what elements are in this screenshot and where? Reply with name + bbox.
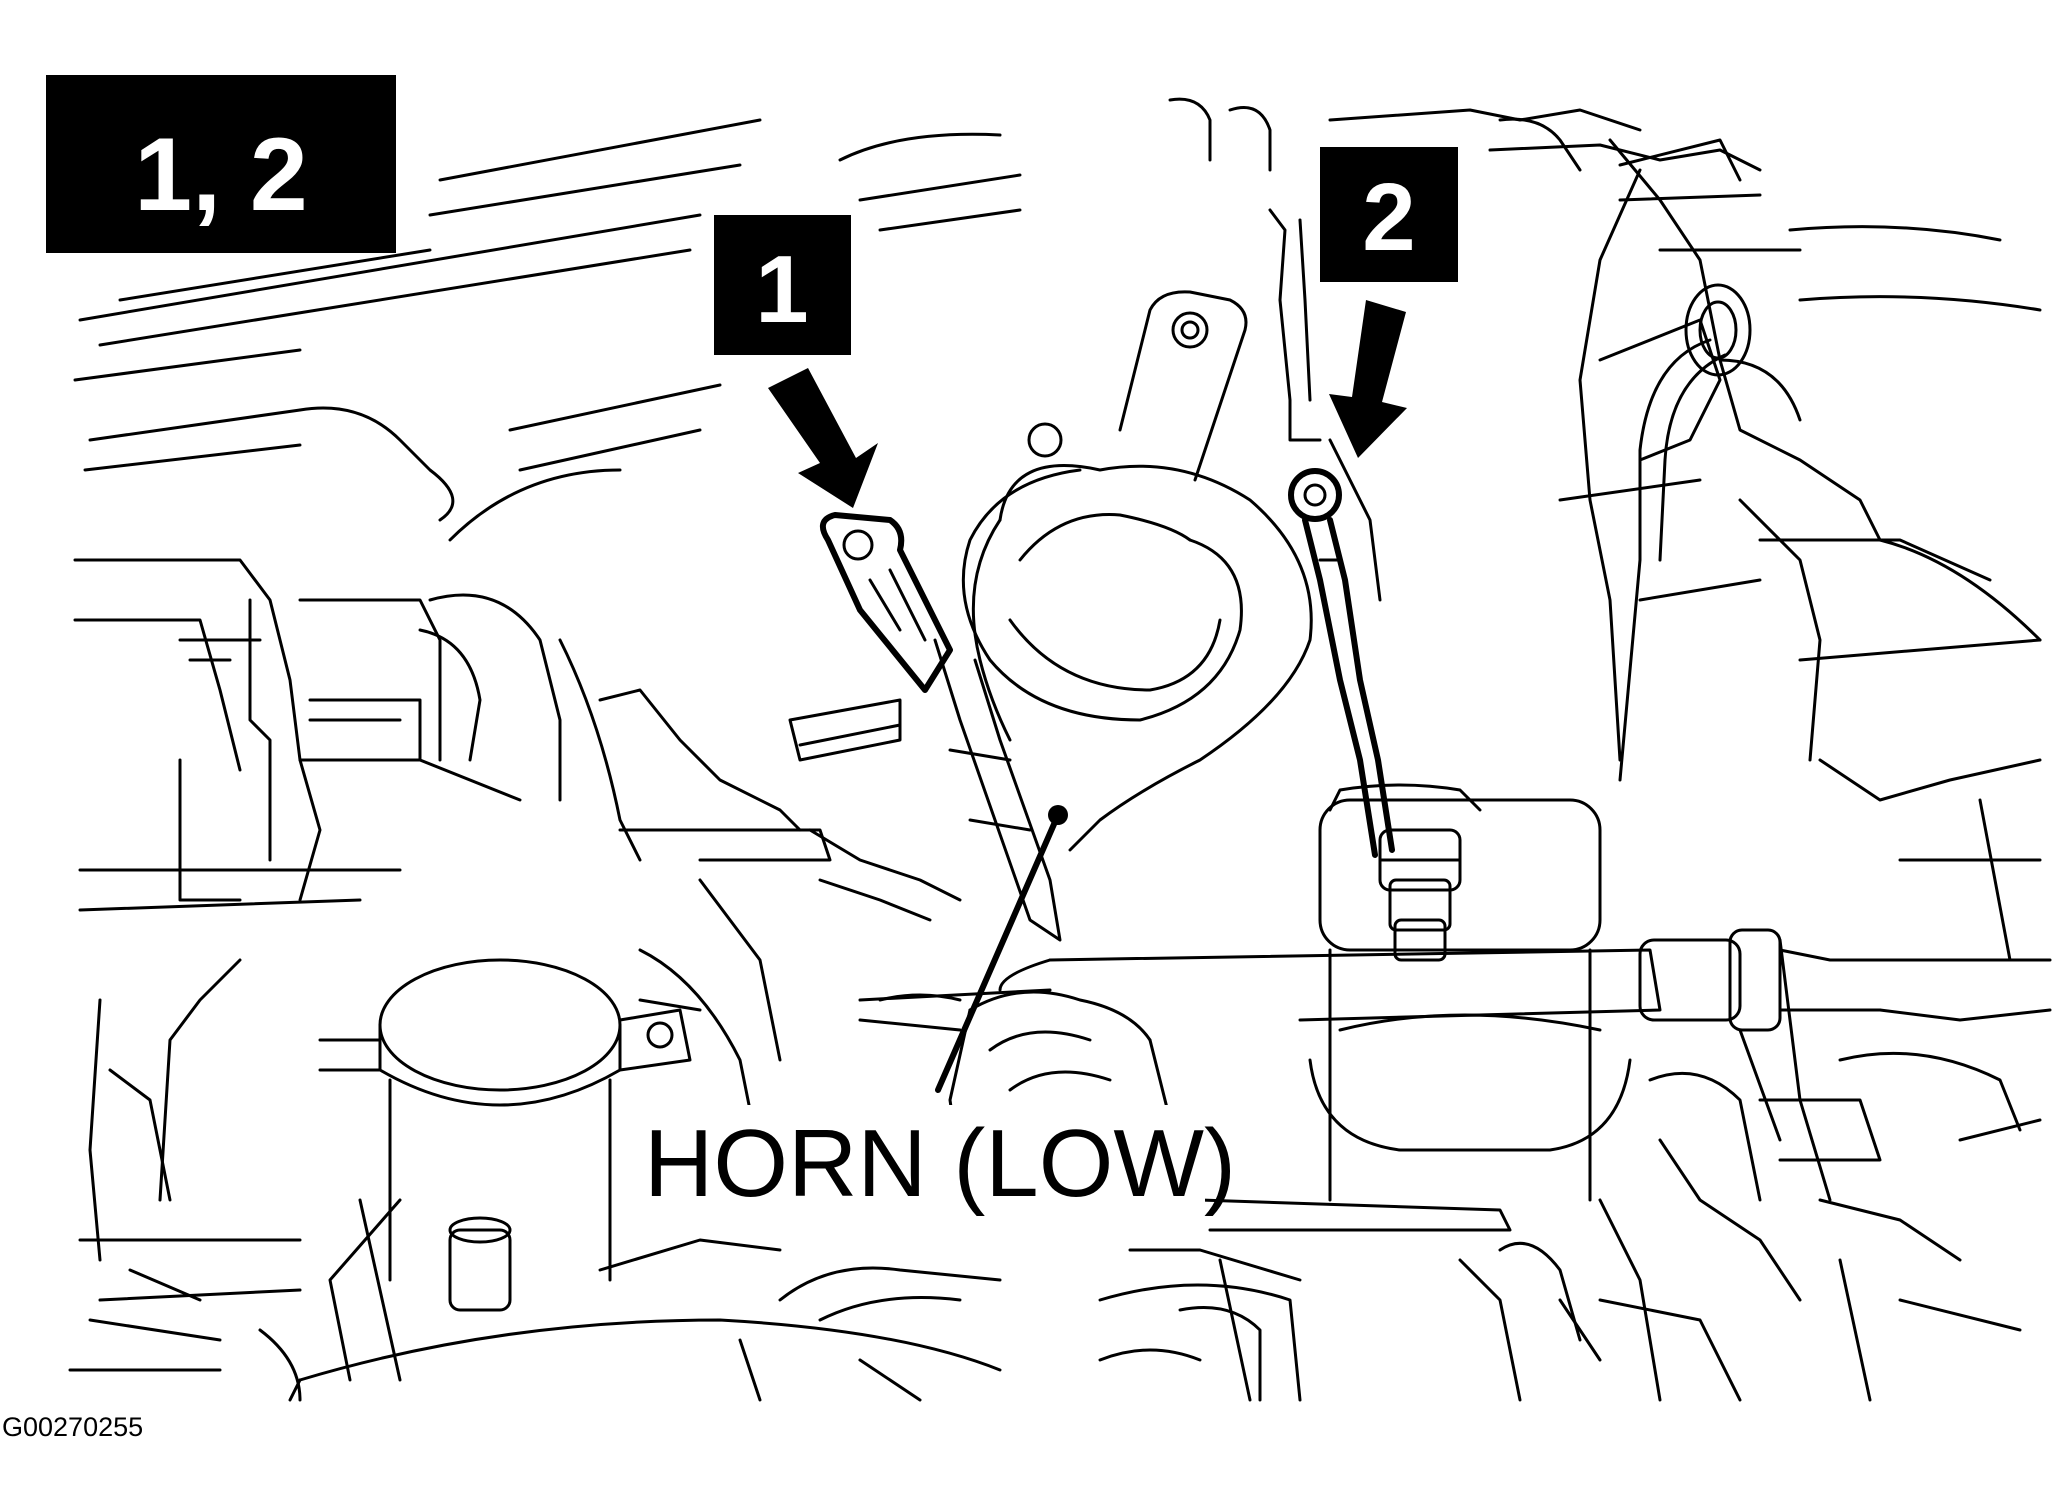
callout-badge-2: 2 — [1320, 147, 1458, 282]
step-badge-label: 1, 2 — [134, 117, 307, 233]
horn-leader-line — [935, 812, 1061, 1093]
horn-low — [788, 290, 1313, 942]
callout-1-arrow — [768, 368, 878, 508]
callout-2-arrow — [1329, 300, 1407, 458]
figure-id: G00270255 — [2, 1412, 143, 1442]
horn-connector-1 — [819, 512, 953, 693]
horn-label-backdrop — [635, 1105, 1205, 1215]
engine-bay-lineart — [68, 97, 2052, 1402]
horn-low-label: HORN (LOW) — [644, 1110, 1236, 1217]
callout-badge-2-label: 2 — [1362, 164, 1415, 271]
callout-badge-1: 1 — [714, 215, 851, 355]
step-badge: 1, 2 — [46, 75, 396, 253]
ground-terminal-2 — [1288, 468, 1395, 858]
callout-badge-1-label: 1 — [755, 236, 808, 343]
